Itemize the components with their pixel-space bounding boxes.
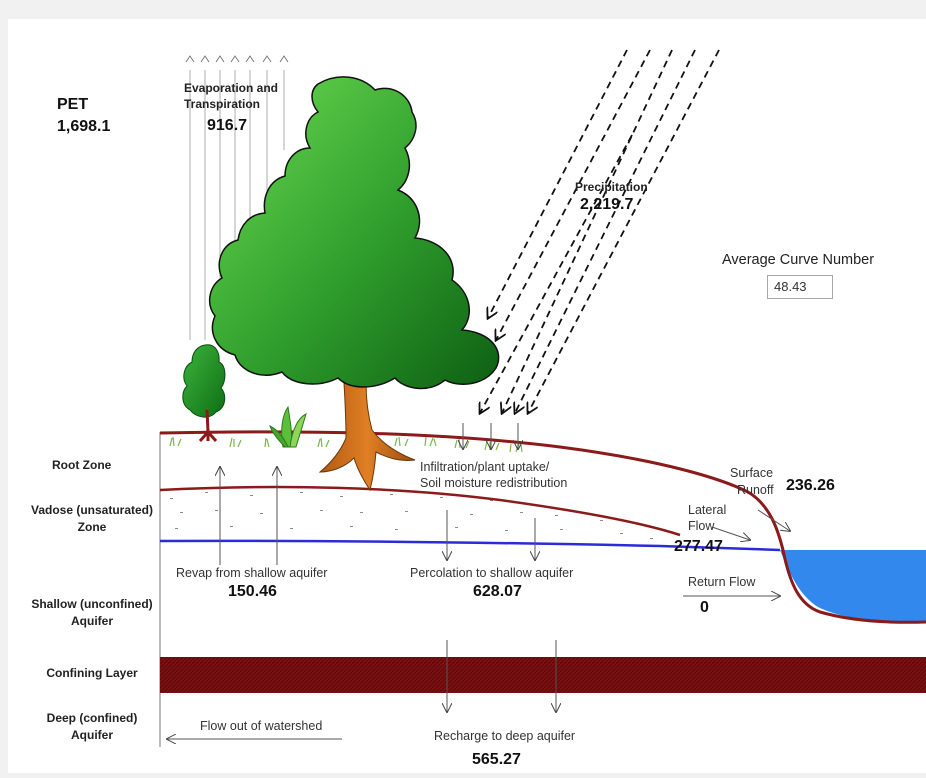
small-tree	[182, 344, 226, 442]
infiltration-arrows	[463, 423, 518, 449]
evaporation-arrowheads	[185, 55, 289, 63]
curve-number-label: Average Curve Number	[722, 252, 875, 268]
revap-label: Revap from shallow aquifer	[176, 566, 328, 580]
confining-layer-band	[160, 657, 926, 693]
lateral-flow-label-line2: Flow	[688, 519, 715, 533]
return-flow-label: Return Flow	[688, 575, 756, 589]
pet-label: PET	[57, 96, 89, 113]
lateral-flow-value: 277.47	[674, 538, 723, 555]
recharge-arrows	[447, 640, 556, 712]
zone-label-vadose-line1: Vadose (unsaturated)	[30, 503, 154, 517]
surface-runoff-arrow	[757, 509, 790, 531]
water-table-line	[159, 539, 781, 552]
percolation-value: 628.07	[473, 583, 522, 600]
ground-surface-line	[159, 430, 926, 624]
pet-value: 1,698.1	[57, 118, 111, 135]
recharge-value: 565.27	[472, 751, 521, 768]
surface-runoff-label-line1: Surface	[730, 466, 774, 480]
zone-label-shallow-line2: Aquifer	[71, 614, 113, 628]
precipitation-value: 2,219.7	[580, 196, 634, 213]
diagram-panel	[8, 19, 926, 773]
lake-water	[780, 550, 926, 623]
percolation-label: Percolation to shallow aquifer	[410, 566, 574, 580]
tree-crown	[208, 76, 500, 390]
curve-number-value-box: 48.43	[767, 275, 833, 299]
precipitation-arrows	[480, 49, 720, 413]
lateral-flow-label-line1: Lateral	[688, 503, 727, 517]
tree-trunk	[318, 382, 416, 492]
precipitation-label: Precipitation	[575, 180, 648, 194]
revap-arrows	[220, 467, 277, 565]
return-flow-value: 0	[700, 599, 709, 616]
vadose-dots	[170, 492, 653, 539]
recharge-label: Recharge to deep aquifer	[434, 729, 576, 743]
revap-value: 150.46	[228, 583, 277, 600]
zone-label-confining: Confining Layer	[46, 666, 138, 680]
small-plant	[269, 405, 307, 448]
percolation-arrows	[447, 510, 535, 560]
evapotranspiration-label-line2: Transpiration	[184, 97, 261, 111]
infiltration-label-line2: Soil moisture redistribution	[420, 476, 568, 490]
zone-label-vadose-line2: Zone	[77, 520, 107, 534]
evapotranspiration-value: 916.7	[207, 117, 248, 134]
zone-label-root: Root Zone	[52, 458, 112, 472]
infiltration-label-line1: Infiltration/plant uptake/	[420, 460, 550, 474]
zone-label-deep-line2: Aquifer	[71, 728, 113, 742]
root-zone-boundary	[159, 485, 681, 537]
surface-runoff-value: 236.26	[786, 477, 835, 494]
evapotranspiration-lines	[189, 70, 285, 340]
lateral-flow-arrow	[711, 526, 750, 540]
zone-label-deep-line1: Deep (confined)	[46, 711, 138, 725]
evapotranspiration-label-line1: Evaporation and	[184, 81, 279, 95]
surface-runoff-label-line2: Runoff	[737, 483, 774, 497]
zone-label-shallow-line1: Shallow (unconfined)	[31, 597, 153, 611]
flow-out-label: Flow out of watershed	[200, 719, 323, 733]
